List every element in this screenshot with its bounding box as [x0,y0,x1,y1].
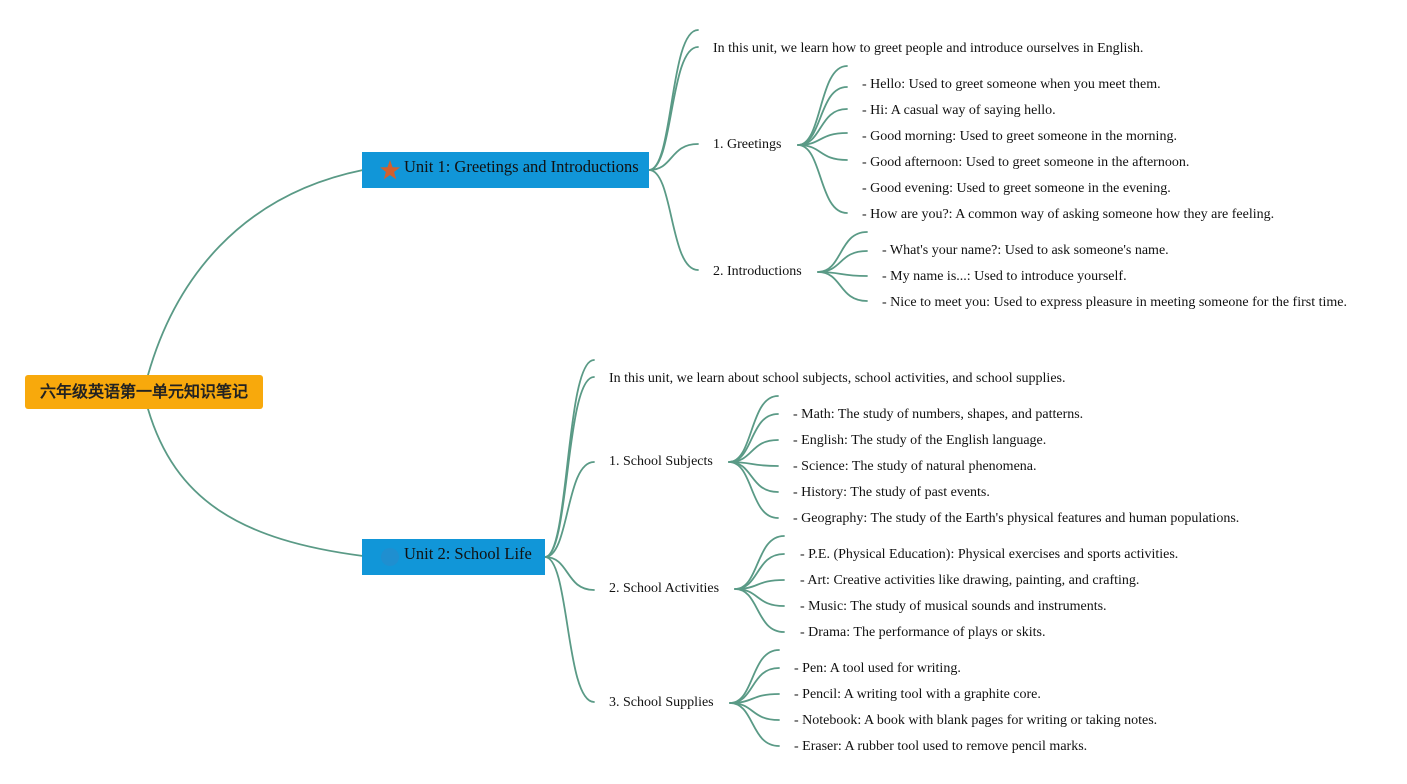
unit1-topic[interactable]: Unit 1: Greetings and Introductions [362,152,649,188]
activities-item[interactable]: - P.E. (Physical Education): Physical ex… [800,547,1179,562]
connector-line [797,144,848,214]
introductions-item[interactable]: - What's your name?: Used to ask someone… [882,243,1169,258]
supplies-item[interactable]: - Pen: A tool used for writing. [794,661,961,676]
connector-line [734,588,785,633]
greetings-item[interactable]: - Good afternoon: Used to greet someone … [862,155,1190,170]
greetings-item[interactable]: - Hello: Used to greet someone when you … [862,77,1161,92]
unit1-section-introductions[interactable]: 2. Introductions [713,264,802,279]
activities-item[interactable]: - Art: Creative activities like drawing,… [800,573,1140,588]
subjects-item[interactable]: - Math: The study of numbers, shapes, an… [793,407,1084,422]
introductions-item[interactable]: - My name is...: Used to introduce yours… [882,269,1127,284]
supplies-item[interactable]: - Notebook: A book with blank pages for … [794,713,1158,728]
subjects-item[interactable]: - Geography: The study of the Earth's ph… [793,511,1240,526]
greetings-item[interactable]: - Good evening: Used to greet someone in… [862,181,1171,196]
connector-line [728,395,779,463]
supplies-item[interactable]: - Eraser: A rubber tool used to remove p… [794,739,1088,754]
connector-line [648,143,699,171]
supplies-item[interactable]: - Pencil: A writing tool with a graphite… [794,687,1041,702]
connector-line [817,271,868,302]
unit2-section-subjects[interactable]: 1. School Subjects [609,454,713,469]
greetings-item[interactable]: - How are you?: A common way of asking s… [862,207,1275,222]
activities-item[interactable]: - Drama: The performance of plays or ski… [800,625,1046,640]
unit2-intro[interactable]: In this unit, we learn about school subj… [609,371,1066,386]
root-topic[interactable]: 六年级英语第一单元知识笔记 [25,375,263,409]
connector-line [648,169,699,271]
unit1-title: Unit 1: Greetings and Introductions [404,157,639,176]
unit2-section-activities[interactable]: 2. School Activities [609,581,720,596]
connector-line [728,461,779,519]
unit2-title: Unit 2: School Life [404,544,532,563]
connector-line [729,702,780,747]
connector-line [544,556,595,703]
unit2-topic[interactable]: Unit 2: School Life [362,539,545,575]
connector-line [728,413,779,463]
star-icon [380,160,400,180]
unit1-intro[interactable]: In this unit, we learn how to greet peop… [713,41,1144,56]
connector-line [817,250,868,273]
subjects-item[interactable]: - Science: The study of natural phenomen… [793,459,1037,474]
unit1-section-greetings[interactable]: 1. Greetings [713,137,782,152]
subjects-item[interactable]: - English: The study of the English lang… [793,433,1047,448]
connector-line [147,169,364,376]
info-icon [381,548,399,566]
greetings-item[interactable]: - Good morning: Used to greet someone in… [862,129,1177,144]
connector-line [648,46,699,171]
connector-line [797,144,848,161]
introductions-item[interactable]: - Nice to meet you: Used to express plea… [882,295,1347,310]
subjects-item[interactable]: - History: The study of past events. [793,485,990,500]
unit2-section-supplies[interactable]: 3. School Supplies [609,695,714,710]
greetings-item[interactable]: - Hi: A casual way of saying hello. [862,103,1056,118]
connector-line [797,86,848,146]
connector-line [544,461,595,558]
activities-item[interactable]: - Music: The study of musical sounds and… [800,599,1107,614]
connector-line [544,376,595,558]
connector-line [544,556,595,591]
connector-line [147,408,364,557]
